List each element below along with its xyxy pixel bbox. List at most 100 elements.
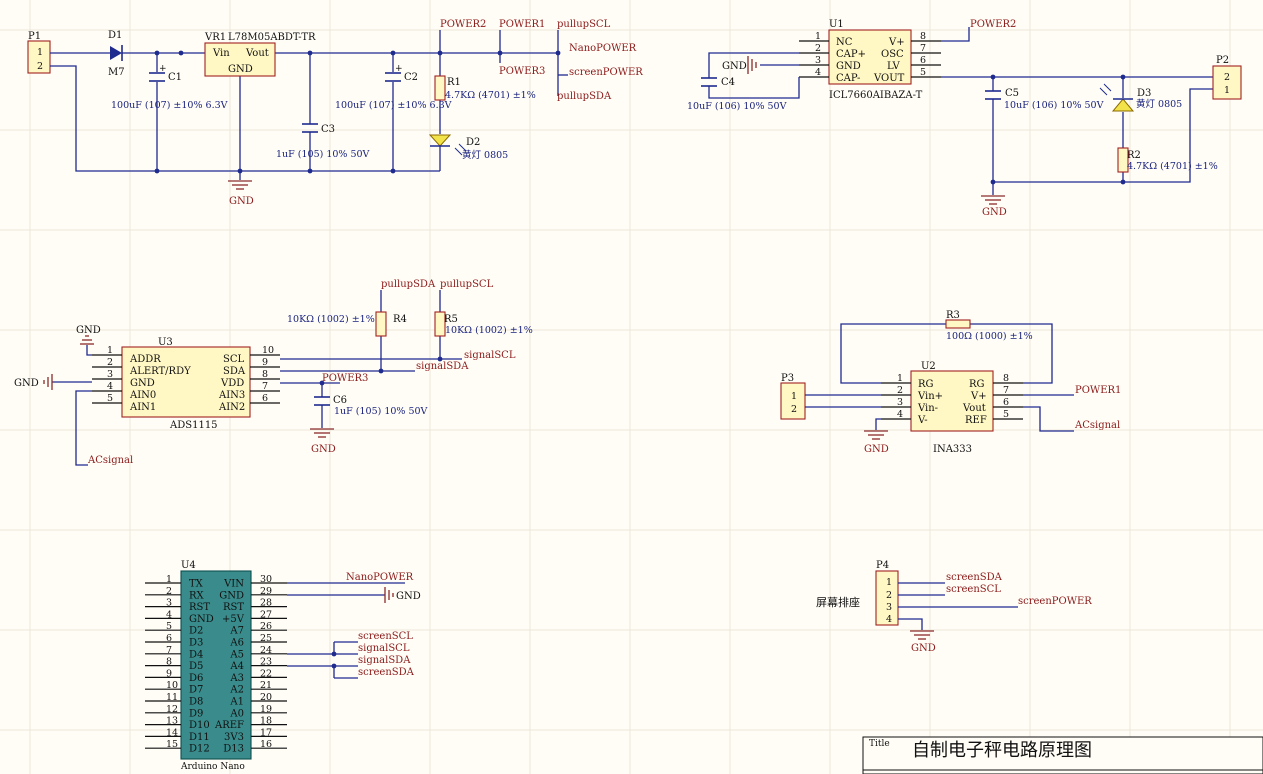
u4-pin-num: 8 <box>166 657 172 668</box>
u1-chip[interactable] <box>828 29 912 85</box>
d1-value: M7 <box>108 67 125 78</box>
u4-pin-name: A1 <box>229 697 244 708</box>
u3-pin-name: AIN2 <box>218 402 245 413</box>
u4-pin-name: D9 <box>189 708 203 719</box>
u1-designator: U1 <box>829 19 844 30</box>
gnd-label: GND <box>76 325 101 336</box>
r2-resistor[interactable] <box>1117 147 1129 173</box>
u4-pin-num: 19 <box>260 704 272 715</box>
r1-designator: R1 <box>447 77 461 88</box>
r4-resistor[interactable] <box>375 311 387 337</box>
c4-designator: C4 <box>721 77 735 88</box>
u4-pin-num: 21 <box>260 680 272 691</box>
u4-pin-num: 28 <box>260 598 272 609</box>
vr1-pin-vout: Vout <box>245 48 269 59</box>
gnd-label: GND <box>229 196 254 207</box>
u4-pin-name: A0 <box>229 708 244 719</box>
u4-pin-num: 27 <box>260 609 272 620</box>
gnd-label: GND <box>14 378 39 389</box>
c3-value: 1uF (105) 10% 50V <box>276 149 370 160</box>
c2-capacitor[interactable]: + <box>385 64 403 82</box>
u3-chip[interactable] <box>121 346 251 418</box>
u2-pin-name: RG <box>918 379 934 390</box>
u4-pin-num: 29 <box>260 586 272 597</box>
p4-designator: P4 <box>876 560 889 571</box>
u4-pin-name: VIN <box>223 579 244 590</box>
p1-designator: P1 <box>28 31 41 42</box>
u4-pin-num: 11 <box>166 692 178 703</box>
c4-value: 10uF (106) 10% 50V <box>687 101 787 112</box>
c4-capacitor[interactable] <box>701 77 717 87</box>
u3-pin-name: AIN1 <box>129 402 156 413</box>
d3-led[interactable] <box>1099 83 1135 112</box>
u4-pin-num: 25 <box>260 633 272 644</box>
p1-connector[interactable] <box>27 40 51 74</box>
u2-pin-name: Vin- <box>917 403 938 414</box>
u3-pin-num: 8 <box>262 369 268 380</box>
u2-pin-name: V+ <box>970 391 987 402</box>
gnd-label: GND <box>396 591 421 602</box>
r1-resistor[interactable] <box>434 75 446 101</box>
u4-pin-name: RST <box>189 602 210 613</box>
screen-section: P4 屏幕排座 1 2 3 4 GND screenSDA screenSCL … <box>816 560 1092 654</box>
u4-pin-num: 26 <box>260 621 272 632</box>
u1-pin-num: 2 <box>815 43 821 54</box>
net-label-signalsda: signalSDA <box>416 361 469 372</box>
u4-arduino-nano[interactable] <box>180 570 252 760</box>
vr1-pin-gnd: GND <box>228 64 253 75</box>
d2-led[interactable] <box>428 134 467 156</box>
wire-u2-vminus <box>875 418 881 430</box>
c1-capacitor[interactable]: + <box>149 64 167 82</box>
wire-p4-4 <box>898 618 923 630</box>
ground-symbol <box>981 195 1005 205</box>
u4-pin-name: A3 <box>229 673 244 684</box>
wire-p1-gnd-rail <box>50 65 440 172</box>
vr1-regulator[interactable] <box>204 42 276 77</box>
junction <box>178 50 184 56</box>
u2-chip[interactable] <box>910 370 994 432</box>
net-label-power2: POWER2 <box>970 19 1016 30</box>
u2-pin-name: Vin+ <box>917 391 943 402</box>
p2-connector[interactable] <box>1212 65 1242 100</box>
power-supply-section: P1 1 2 D1 M7 <box>27 19 643 207</box>
u2-designator: U2 <box>921 361 936 372</box>
ground-symbol <box>80 335 94 345</box>
u4-pin-name: D6 <box>189 673 203 684</box>
ground-symbol <box>310 428 334 438</box>
junction <box>307 50 313 56</box>
p3-connector[interactable] <box>780 382 806 420</box>
arduino-wiring: GND NanoPOWER screenSCL signalSCL signal… <box>287 572 421 679</box>
net-label-signalscl: signalSCL <box>358 643 410 654</box>
r5-resistor[interactable] <box>434 311 446 337</box>
u4-pin-name: TX <box>189 579 204 590</box>
u4-value: Arduino Nano <box>180 762 245 772</box>
junction <box>378 368 384 374</box>
wire-u3-addr <box>86 345 92 356</box>
r3-resistor[interactable] <box>945 319 971 329</box>
net-label-screensda: screenSDA <box>358 667 415 678</box>
c3-capacitor[interactable] <box>302 123 318 133</box>
u3-pin-name: AIN3 <box>218 390 245 401</box>
d1-diode[interactable] <box>110 46 122 60</box>
p4-connector[interactable] <box>875 570 899 626</box>
r2-designator: R2 <box>1127 150 1141 161</box>
u3-pin-num: 10 <box>262 345 274 356</box>
u3-pin-num: 9 <box>262 357 268 368</box>
junction <box>237 168 243 174</box>
u4-pin-num: 24 <box>260 645 272 656</box>
c6-capacitor[interactable] <box>314 396 330 406</box>
wire-r3-right <box>970 323 1053 384</box>
p4-value: 屏幕排座 <box>816 595 860 609</box>
p4-pin: 2 <box>886 590 892 601</box>
u3-designator: U3 <box>158 337 173 348</box>
c5-capacitor[interactable] <box>985 90 1001 100</box>
net-label-screensda: screenSDA <box>946 572 1003 583</box>
u2-pin-num: 7 <box>1003 385 1009 396</box>
u4-pin-name: D2 <box>189 626 203 637</box>
u4-pin-num: 1 <box>166 574 172 585</box>
vr1-designator: VR1 <box>204 32 226 43</box>
u4-pin-name: D11 <box>189 732 210 743</box>
u4-pin-name: D10 <box>189 720 210 731</box>
ground-symbol <box>747 56 757 74</box>
